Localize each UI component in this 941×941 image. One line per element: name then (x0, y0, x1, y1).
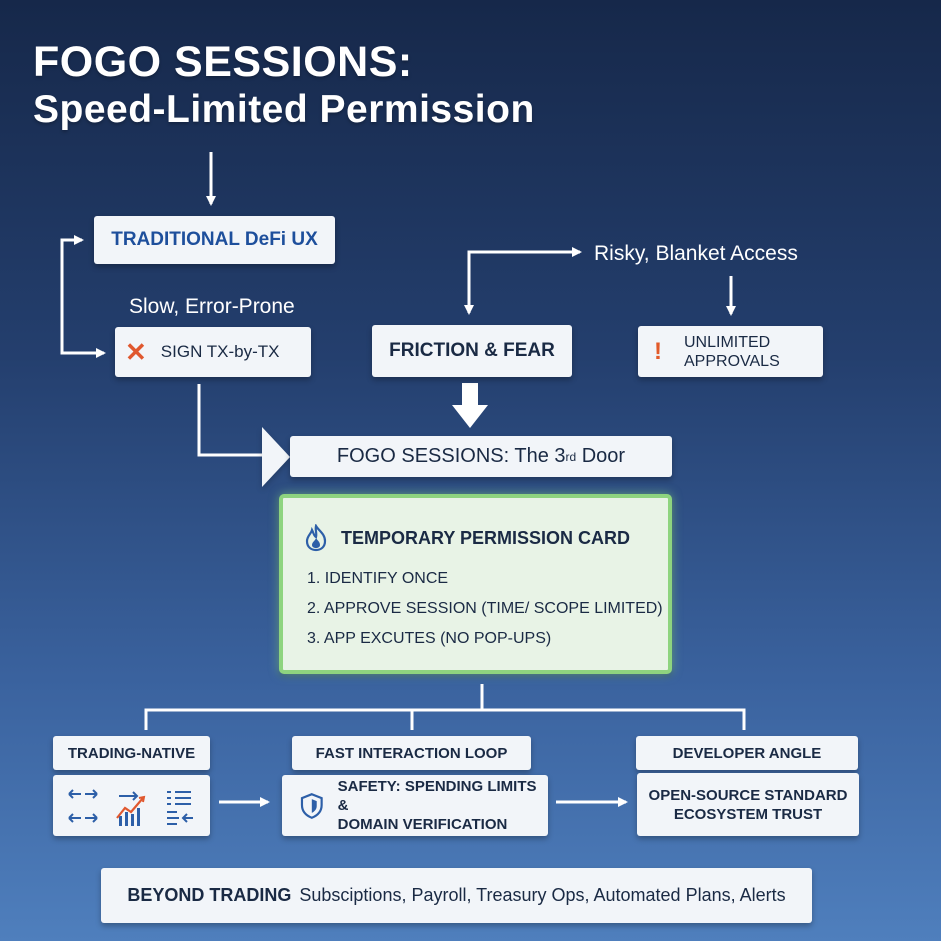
door-arrow-notch (262, 427, 290, 487)
safety-line2: DOMAIN VERIFICATION (337, 816, 508, 833)
unlimited-line2: APPROVALS (684, 352, 780, 370)
beyond-title: BEYOND TRADING (127, 885, 292, 905)
developer-panel: OPEN-SOURCE STANDARD ECOSYSTEM TRUST (637, 773, 859, 836)
flame-shield-icon (305, 524, 327, 552)
trading-icons (67, 788, 193, 826)
card-step-1: 1. IDENTIFY ONCE (307, 570, 449, 587)
arrow-loop-to-traditional (60, 235, 84, 353)
sign-tx-box: ✕ SIGN TX-by-TX (115, 327, 311, 377)
friction-fear-box: FRICTION & FEAR (372, 325, 572, 377)
trading-icons-panel (53, 775, 210, 836)
page-title: FOGO SESSIONS: (33, 38, 413, 86)
fast-interaction-tab: FAST INTERACTION LOOP (292, 736, 531, 770)
developer-angle-tab: DEVELOPER ANGLE (636, 736, 858, 770)
sign-tx-label: SIGN TX-by-TX (160, 342, 280, 361)
safety-line1: SAFETY: SPENDING LIMITS & (337, 778, 537, 814)
card-title: TEMPORARY PERMISSION CARD (341, 528, 631, 548)
permission-card: TEMPORARY PERMISSION CARD 1. IDENTIFY ON… (279, 494, 672, 674)
slow-error-label: Slow, Error-Prone (129, 295, 295, 318)
exclamation-icon: ! (654, 337, 662, 365)
door-label-suffix: Door (576, 445, 626, 467)
developer-line2: ECOSYSTEM TRUST (673, 805, 823, 823)
list-filter-icon (166, 790, 193, 825)
swap-arrows-icon (67, 788, 98, 823)
unlimited-approvals-box: ! UNLIMITED APPROVALS (638, 326, 823, 377)
x-icon: ✕ (125, 337, 147, 367)
shield-icon (300, 792, 323, 819)
card-step-3: 3. APP EXCUTES (NO POP-UPS) (307, 630, 552, 647)
arrow-friction-to-risky (467, 247, 582, 310)
trading-native-tab: TRADING-NATIVE (53, 736, 210, 770)
risky-access-label: Risky, Blanket Access (594, 242, 798, 265)
unlimited-line1: UNLIMITED (684, 333, 771, 351)
beyond-trading-bar: BEYOND TRADING Subsciptions, Payroll, Tr… (101, 868, 812, 923)
safety-panel: SAFETY: SPENDING LIMITS & DOMAIN VERIFIC… (282, 775, 548, 836)
card-step-2: 2. APPROVE SESSION (TIME/ SCOPE LIMITED) (307, 600, 663, 617)
page-subtitle: Speed-Limited Permission (33, 88, 535, 131)
big-down-arrow (452, 383, 488, 428)
door-label-sup: rd (565, 449, 577, 464)
developer-line1: OPEN-SOURCE STANDARD (648, 786, 848, 804)
line-branch (144, 708, 746, 730)
beyond-list: Subsciptions, Payroll, Treasury Ops, Aut… (299, 885, 786, 905)
chart-trend-icon (115, 790, 145, 826)
door-label-prefix: FOGO SESSIONS: The 3 (336, 445, 566, 467)
traditional-defi-box: TRADITIONAL DeFi UX (94, 216, 335, 264)
line-sign-to-door (197, 384, 265, 457)
